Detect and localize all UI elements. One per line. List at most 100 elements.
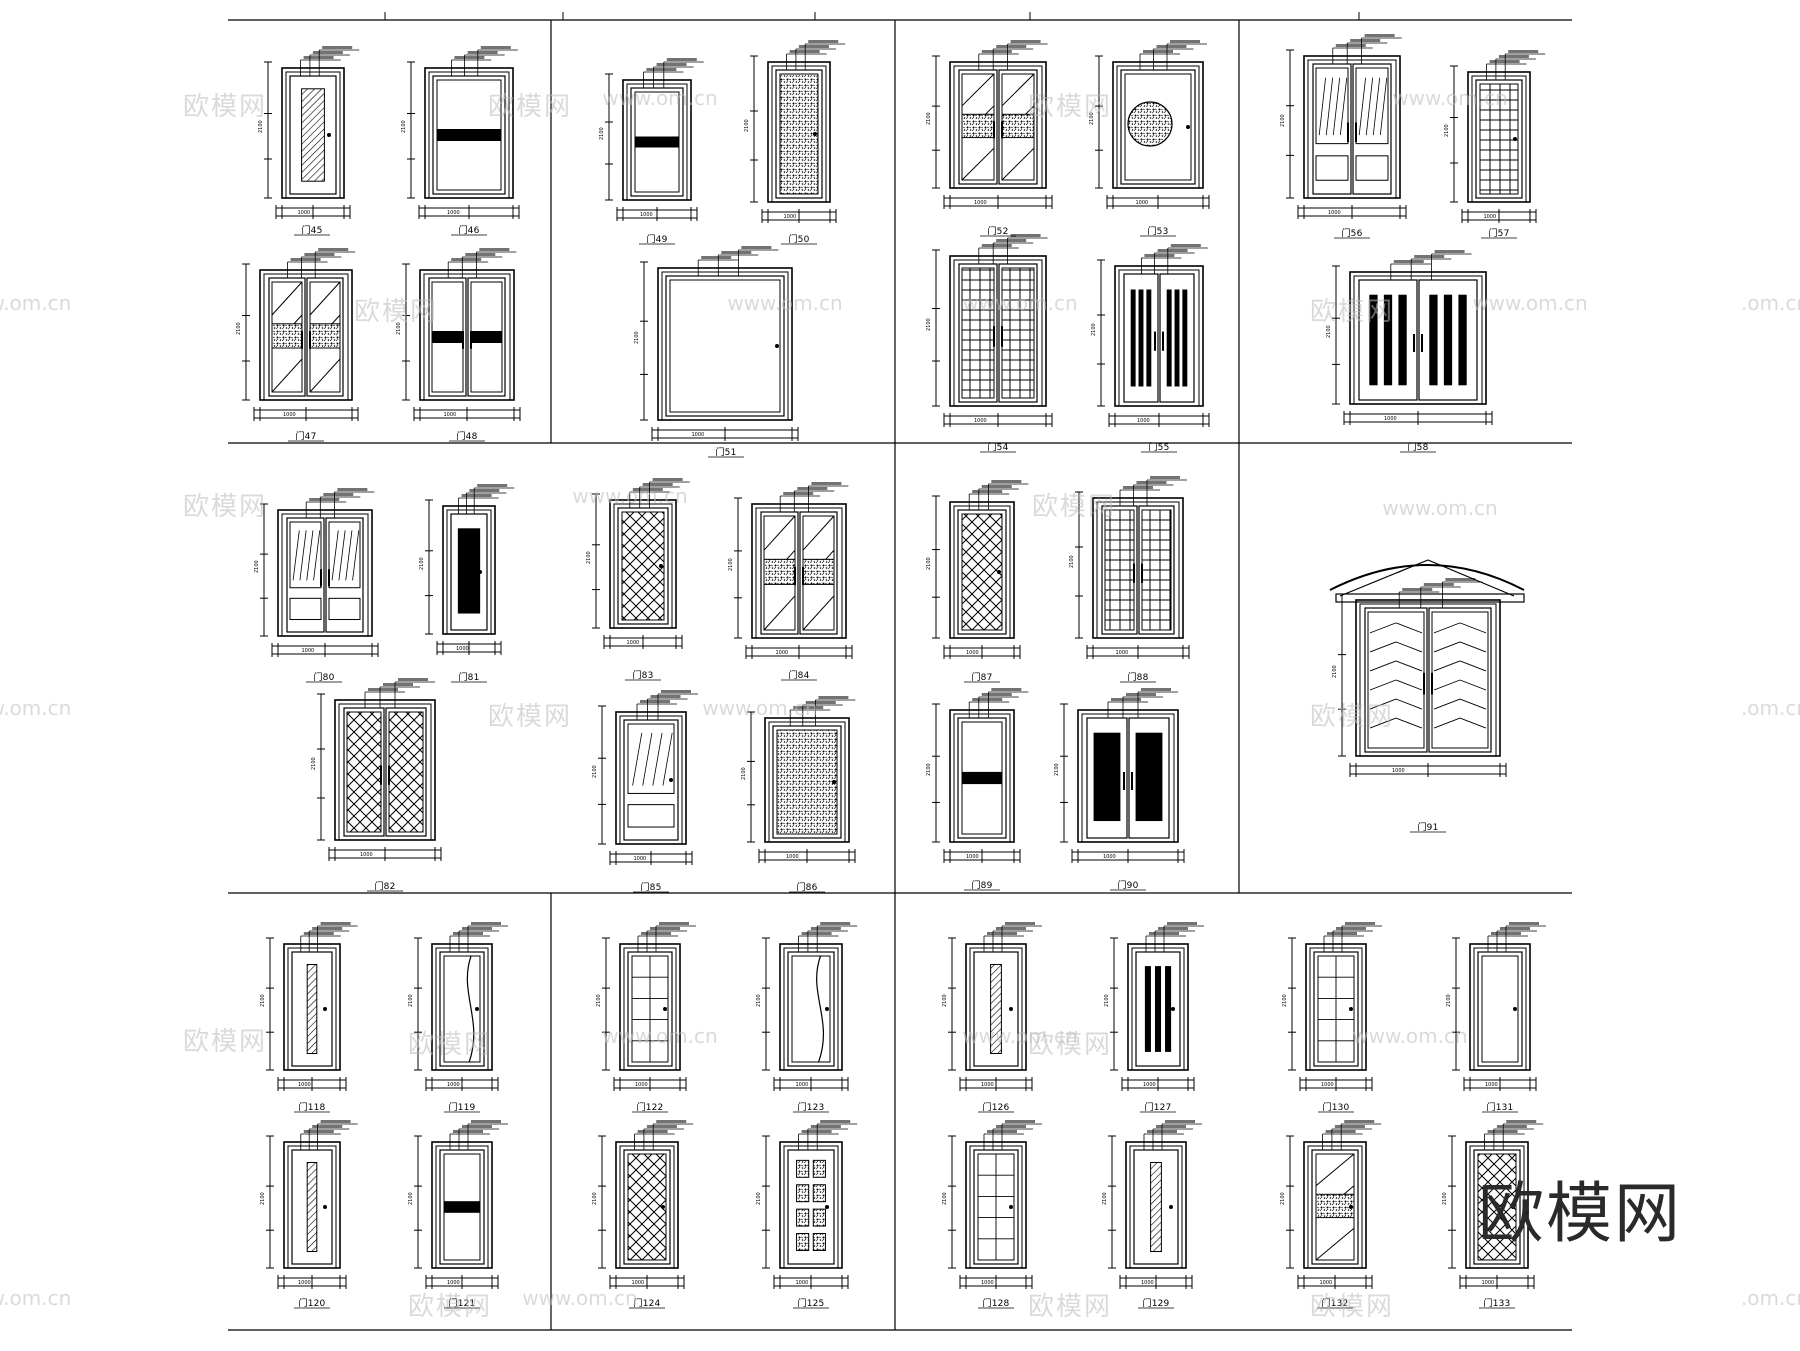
door-leaf xyxy=(617,507,669,625)
door-frame-inner xyxy=(1469,1145,1525,1269)
door-frame-inner xyxy=(428,71,510,199)
annotation-note xyxy=(1500,927,1530,930)
dimension-value: 2100 xyxy=(311,757,317,770)
door-knob xyxy=(1349,1205,1353,1209)
watermark-url: www.om.cn xyxy=(522,1286,638,1310)
annotation-note xyxy=(1136,481,1167,484)
door-code-label: 门83 xyxy=(632,671,654,681)
diagonal-trim xyxy=(961,147,995,181)
door-knob xyxy=(475,1205,479,1209)
door-code-label: 门56 xyxy=(1341,229,1363,239)
annotation-note xyxy=(454,56,485,59)
decor-band xyxy=(436,129,502,141)
chevron-line xyxy=(1369,622,1397,634)
annotation-note xyxy=(1150,476,1180,479)
door-knob xyxy=(663,1007,667,1011)
annotation-note xyxy=(1123,486,1153,489)
door-leaf xyxy=(623,719,679,841)
dimension-value: 2100 xyxy=(592,1192,598,1205)
door-frame-inner xyxy=(287,947,337,1071)
door-frame-inner xyxy=(953,713,1011,843)
door-frame-inner xyxy=(969,1145,1023,1269)
door-frame xyxy=(615,711,687,845)
door-leaf xyxy=(289,75,337,195)
annotation-note xyxy=(801,932,832,935)
door-code-label: 门51 xyxy=(715,448,737,458)
dimension-value: 2100 xyxy=(1446,994,1452,1007)
dimension-value: 2100 xyxy=(1089,112,1095,125)
vertical-strip xyxy=(306,963,318,1055)
annotation-note xyxy=(652,478,683,481)
annotation-note xyxy=(1508,50,1539,53)
annotation-note xyxy=(1393,260,1424,263)
glass-panel xyxy=(1315,67,1349,145)
annotation-note xyxy=(981,485,1012,488)
door-frame-inner xyxy=(1131,947,1185,1071)
watermark-brand: 欧模网 xyxy=(1309,297,1395,327)
dimension-value: 1000 xyxy=(1484,214,1497,220)
annotation-note xyxy=(1170,244,1201,247)
door-frame-inner xyxy=(1473,947,1527,1071)
decor-band xyxy=(470,331,503,343)
vertical-bar xyxy=(1138,289,1144,387)
dimension-value: 2100 xyxy=(408,994,414,1007)
annotation-note xyxy=(646,1125,677,1128)
square-inset xyxy=(796,1233,810,1251)
textured-band xyxy=(802,558,835,585)
dimension-value: 1000 xyxy=(784,214,797,220)
door-frame-inner xyxy=(423,273,511,401)
chevron-line xyxy=(1433,717,1461,729)
dimension-value: 2100 xyxy=(1104,994,1110,1007)
dimension-value: 1000 xyxy=(974,200,987,206)
dimension-value: 2100 xyxy=(634,331,640,344)
watermark-brand: 欧模网 xyxy=(407,1292,493,1322)
door-leaf xyxy=(268,277,306,397)
door-code-label: 门84 xyxy=(788,671,810,681)
door-leaf xyxy=(306,277,344,397)
door-knob xyxy=(1169,1205,1173,1209)
dimension-value: 2100 xyxy=(260,1192,266,1205)
dimension-value: 2100 xyxy=(1069,555,1075,568)
chevron-line xyxy=(1369,641,1397,653)
annotation-note xyxy=(1143,50,1173,53)
watermark-url: www.om.cn xyxy=(962,1024,1078,1048)
annotation-note xyxy=(640,700,670,703)
glass-reflection xyxy=(299,530,307,581)
door-frame xyxy=(1114,265,1204,407)
dimension-value: 1000 xyxy=(692,432,705,438)
annotation-note xyxy=(820,922,851,925)
diamond-lattice-panel xyxy=(621,511,665,621)
annotation-note xyxy=(637,1130,668,1133)
textured-band xyxy=(763,558,796,585)
vertical-bar xyxy=(1174,289,1180,387)
vertical-bar xyxy=(1429,294,1438,386)
door-leaf xyxy=(450,513,488,631)
chevron-line xyxy=(1395,698,1423,710)
diamond-lattice-panel xyxy=(388,711,424,833)
chevron-line xyxy=(1459,717,1487,729)
door-frame-inner xyxy=(287,1145,337,1269)
dimension-value: 1000 xyxy=(786,854,799,860)
chevron-line xyxy=(1369,698,1397,710)
dimension-value: 1000 xyxy=(298,1280,311,1286)
watermark-url: www.om.cn xyxy=(727,291,843,315)
dimension-value: 1000 xyxy=(796,1280,809,1286)
chevron-line xyxy=(1433,622,1461,634)
chevron-line xyxy=(1395,679,1423,691)
door-frame xyxy=(1469,943,1531,1071)
door-leaf xyxy=(760,511,799,635)
door-leaf xyxy=(957,509,1007,635)
door-leaf xyxy=(428,277,467,397)
door-knob xyxy=(1349,1007,1353,1011)
door-frame-inner xyxy=(619,715,683,845)
annotation-note xyxy=(1126,693,1156,696)
annotation-note xyxy=(1010,234,1041,237)
dimension-value: 2100 xyxy=(1442,1192,1448,1205)
dimension-value: 1000 xyxy=(632,1280,645,1286)
door-leaf xyxy=(1364,607,1428,753)
door-leaf xyxy=(1123,273,1159,403)
